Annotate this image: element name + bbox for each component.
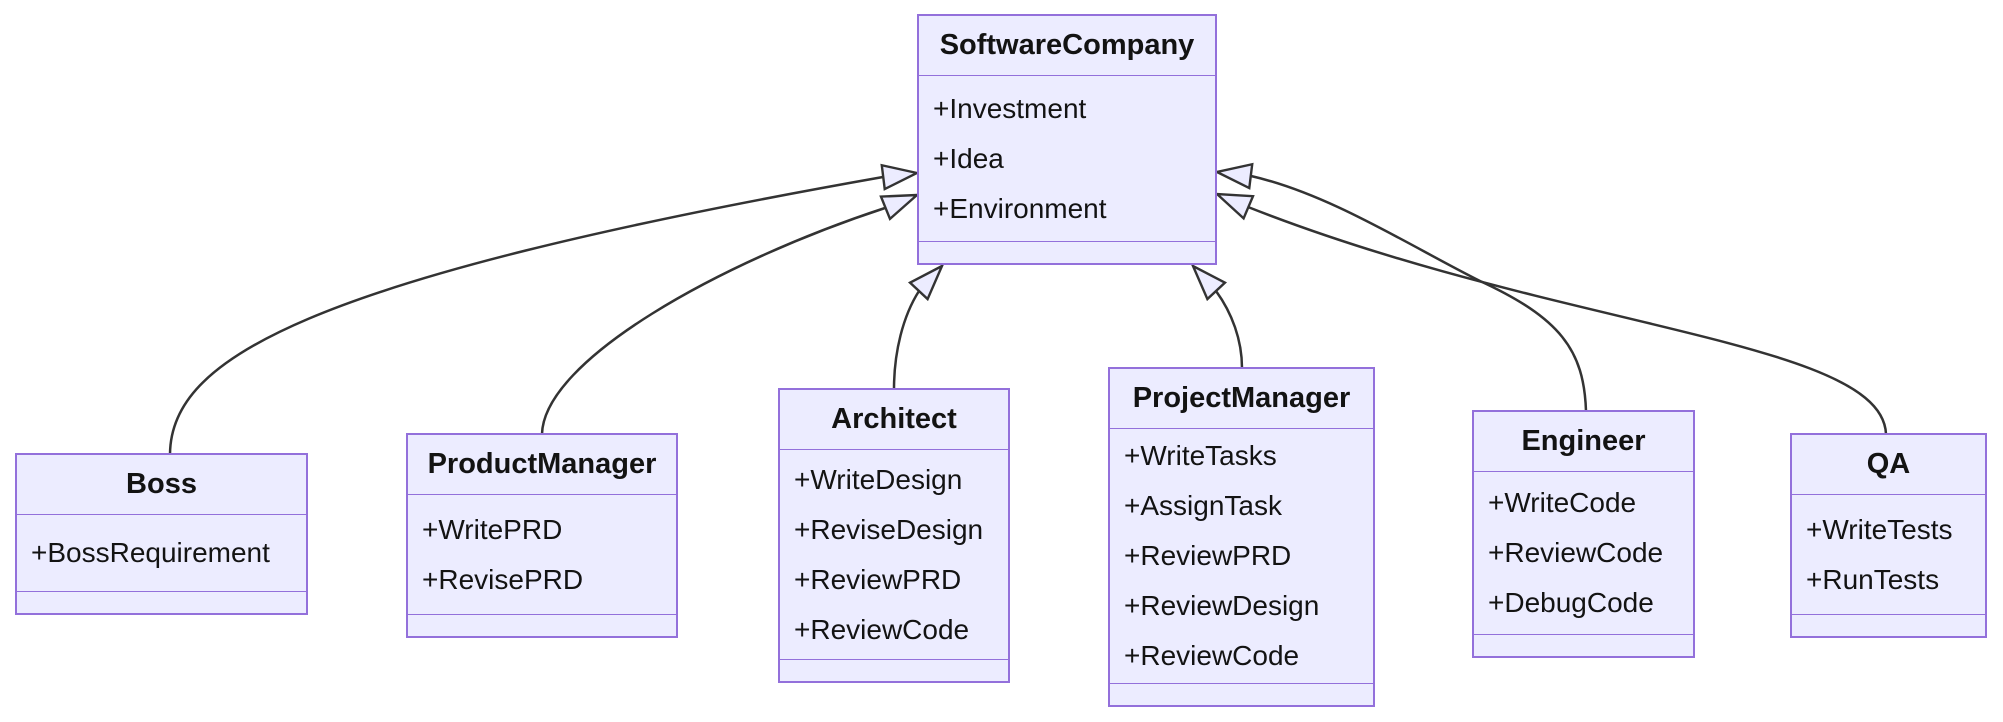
class-attribute: +Environment <box>933 192 1107 224</box>
edge-line <box>168 175 884 455</box>
class-attribute: +RevisePRD <box>422 563 584 595</box>
class-title: Boss <box>17 455 306 515</box>
class-box-softwarecompany: SoftwareCompany +Investment +Idea +Envir… <box>917 14 1217 265</box>
edge-line <box>1214 290 1244 369</box>
class-box-projectmanager: ProjectManager +WriteTasks +AssignTask +… <box>1108 367 1375 707</box>
inheritance-arrowhead <box>907 263 945 302</box>
class-attribute: +ReviewPRD <box>794 563 962 595</box>
class-attribute: +WriteTasks <box>1124 440 1277 471</box>
class-attributes-section: +BossRequirement <box>17 515 306 591</box>
class-box-engineer: Engineer +WriteCode +ReviewCode +DebugCo… <box>1472 410 1695 658</box>
edge-productmanager-extends-softwarecompany <box>540 193 921 435</box>
edge-boss-extends-softwarecompany <box>168 163 921 455</box>
edge-line <box>540 206 886 435</box>
class-attribute: +WriteDesign <box>794 463 963 495</box>
class-title: Architect <box>780 390 1008 450</box>
class-box-architect: Architect +WriteDesign +ReviseDesign +Re… <box>778 388 1010 683</box>
class-methods-section <box>1792 614 1985 636</box>
inheritance-arrowhead <box>1213 192 1255 221</box>
edge-architect-extends-softwarecompany <box>892 263 945 390</box>
inheritance-arrowhead <box>879 193 921 221</box>
class-box-boss: Boss +BossRequirement <box>15 453 308 615</box>
class-attribute: +ReviewDesign <box>1124 590 1320 621</box>
edge-line <box>892 290 921 390</box>
class-title: ProductManager <box>408 435 676 495</box>
class-attributes-section: +WriteTests +RunTests <box>1792 495 1985 614</box>
class-attributes-section: +WriteTasks +AssignTask +ReviewPRD +Revi… <box>1110 429 1373 683</box>
class-attribute: +WritePRD <box>422 513 563 545</box>
class-methods-section <box>780 659 1008 681</box>
class-attribute: +WriteTests <box>1806 513 1953 545</box>
inheritance-arrowhead <box>880 163 921 191</box>
class-methods-section <box>1110 683 1373 705</box>
class-methods-section <box>919 241 1215 263</box>
class-attributes-section: +WriteDesign +ReviseDesign +ReviewPRD +R… <box>780 450 1008 659</box>
class-attribute: +ReviewPRD <box>1124 540 1292 571</box>
class-title: Engineer <box>1474 412 1693 472</box>
class-attribute: +ReviseDesign <box>794 513 984 545</box>
class-title: ProjectManager <box>1110 369 1373 429</box>
class-attribute: +Investment <box>933 92 1087 124</box>
class-attribute: +RunTests <box>1806 563 1940 595</box>
class-attributes-section: +WritePRD +RevisePRD <box>408 495 676 614</box>
edge-projectmanager-extends-softwarecompany <box>1190 263 1244 369</box>
class-title: SoftwareCompany <box>919 16 1215 76</box>
inheritance-arrowhead <box>1190 263 1228 302</box>
edge-line <box>1247 205 1888 435</box>
class-title: QA <box>1792 435 1985 495</box>
class-attribute: +WriteCode <box>1488 487 1637 518</box>
class-methods-section <box>408 614 676 636</box>
class-attribute: +ReviewCode <box>794 613 970 645</box>
class-attributes-section: +Investment +Idea +Environment <box>919 76 1215 241</box>
class-attributes-section: +WriteCode +ReviewCode +DebugCode <box>1474 472 1693 634</box>
class-attribute: +AssignTask <box>1124 490 1282 521</box>
class-methods-section <box>17 591 306 613</box>
class-box-productmanager: ProductManager +WritePRD +RevisePRD <box>406 433 678 638</box>
inheritance-arrowhead <box>1213 162 1254 190</box>
edge-qa-extends-softwarecompany <box>1213 192 1888 435</box>
class-attribute: +DebugCode <box>1488 587 1654 618</box>
class-attribute: +ReviewCode <box>1124 640 1300 671</box>
class-attribute: +Idea <box>933 142 1004 174</box>
class-attribute: +ReviewCode <box>1488 537 1664 568</box>
class-box-qa: QA +WriteTests +RunTests <box>1790 433 1987 638</box>
class-attribute: +BossRequirement <box>31 537 270 568</box>
class-methods-section <box>1474 634 1693 656</box>
